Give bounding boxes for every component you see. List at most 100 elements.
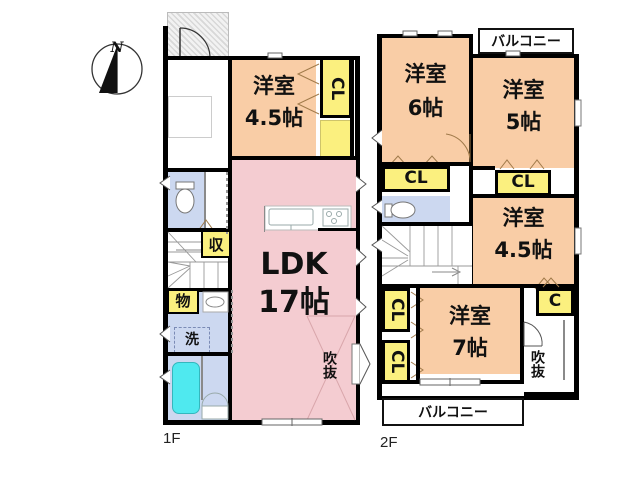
toilet-1f-right-edge	[204, 172, 206, 230]
wall-1f-left	[163, 56, 168, 424]
bathtub-1f	[172, 362, 200, 414]
storage-1f-syu: 収	[201, 230, 231, 258]
wall-1f-top-right	[229, 56, 359, 60]
window-1f-bath	[158, 369, 171, 385]
void-2f-label: 吹抜	[529, 350, 545, 378]
wall-1f-left-upper	[163, 26, 168, 60]
floor-1f-plan: 洋室 4.5帖 CL LDK 17帖	[158, 12, 371, 447]
room-1f-western-4p5-size: 4.5帖	[244, 106, 304, 131]
compass-rose	[88, 38, 146, 96]
closet-2f-cl-b-marks	[498, 158, 550, 170]
window-2f-room6-a	[402, 30, 418, 38]
room-2f-western-6-name: 洋室	[404, 62, 447, 87]
closet-2f-cl-cd-marks	[410, 290, 426, 384]
closet-1f-cl-lower	[320, 120, 352, 158]
window-1f-ldk-bottom	[261, 418, 323, 426]
toilet-2f-bowl	[384, 199, 419, 221]
stairs-2f-steps	[381, 225, 472, 284]
window-1f-washroom	[158, 325, 171, 343]
shoe-box-1f	[168, 96, 212, 138]
window-1f-ldk-a	[355, 175, 368, 193]
closet-2f-cl-hall	[382, 166, 450, 192]
window-1f-ldk-b	[355, 247, 368, 267]
wall-1f-hall-bottom	[163, 168, 229, 172]
wall-1f-bath-top	[163, 352, 229, 356]
washbasin-1f	[202, 291, 229, 313]
wall-2f-toilet-bottom	[377, 222, 472, 226]
balcony-2f-top: バルコニー	[478, 28, 574, 54]
void-2f-area	[524, 320, 574, 396]
room-1f-ldk-name: LDK	[260, 246, 328, 282]
wall-1f-cl-right	[350, 60, 354, 158]
room-2f-western-7-name: 洋室	[449, 304, 491, 329]
wall-2f-top-right	[469, 54, 579, 58]
room-2f-western-5-size: 5帖	[505, 110, 542, 135]
window-2f-room45-right	[574, 227, 585, 255]
floor-label-2f: 2F	[380, 434, 398, 451]
window-2f-balcony-bottom	[419, 378, 481, 386]
closet-2f-cl-c	[382, 288, 410, 332]
kitchen-left-line	[264, 206, 265, 232]
wall-1f-top-porch	[163, 56, 229, 60]
wall-2f-col-divider	[469, 34, 473, 224]
stairs-2f	[382, 226, 472, 284]
wall-1f-right	[355, 56, 360, 424]
window-2f-stairs	[370, 237, 383, 253]
window-1f-toilet	[158, 175, 171, 191]
washing-machine-1f-label: 洗	[185, 331, 199, 348]
closet-2f-cl-c-label: CL	[386, 298, 407, 322]
balcony-2f-bottom: バルコニー	[382, 398, 524, 426]
bath-divider-1f	[201, 356, 203, 400]
closet-2f-cl-d-label: CL	[386, 350, 407, 374]
window-2f-room6-b	[437, 30, 453, 38]
room-2f-western-4p5-size: 4.5帖	[494, 238, 553, 263]
window-2f-room5-right	[574, 99, 585, 127]
wall-kitchen-edge	[318, 228, 356, 231]
bath-door-1f	[201, 392, 229, 420]
ldk-door-1f	[229, 290, 235, 354]
closet-1f-cl-label: CL	[326, 77, 347, 101]
wall-2f-void-bottom	[524, 392, 578, 396]
hall-1f-lower	[206, 172, 228, 230]
wall-2f-left	[377, 34, 382, 400]
closet-1f-door-marks	[296, 62, 320, 118]
void-2f-door	[522, 320, 546, 348]
window-1f-ldk-d	[351, 343, 371, 385]
void-2f-right-line	[563, 320, 565, 380]
room-1f-ldk-size: 17帖	[258, 284, 330, 320]
wall-2f-top-left	[377, 34, 469, 38]
room-2f-western-5	[473, 58, 574, 168]
entrance-door-swing	[178, 27, 220, 60]
toilet-1f-door	[196, 218, 216, 232]
closet-2f-c-label: C	[548, 291, 562, 312]
wall-2f-room7-left	[416, 288, 420, 384]
room-2f-western-7-size: 7帖	[452, 336, 488, 361]
window-2f-room6-left	[370, 129, 383, 147]
wall-2f-right	[574, 54, 579, 400]
storage-1f-mono-text: 物	[175, 291, 191, 310]
room-2f-western-6	[382, 38, 469, 164]
room-1f-western-4p5-name: 洋室	[253, 74, 295, 99]
room-2f-western-7	[420, 288, 520, 374]
window-1f-ldk-c	[355, 297, 368, 317]
window-2f-toilet	[370, 199, 383, 215]
closet-2f-c	[536, 288, 574, 316]
toilet-1f-bowl	[174, 181, 196, 216]
void-1f-atrium-label: 吹抜	[321, 351, 337, 379]
wall-1f-toilet-bottom	[163, 228, 229, 232]
hall-door-1f-a	[224, 172, 230, 234]
window-1f-room45-top	[267, 52, 283, 60]
compass-north-label: N	[110, 39, 124, 56]
room-2f-western-6-size: 6帖	[407, 96, 444, 121]
floor-label-1f: 1F	[163, 430, 181, 447]
wall-2f-room5-bottom	[473, 166, 495, 170]
wall-2f-cl-hall-top	[377, 162, 472, 166]
room-2f-western-5-name: 洋室	[502, 78, 545, 103]
wall-2f-room7-right	[520, 288, 524, 384]
room-2f-6-door	[444, 132, 472, 164]
wall-2f-room45-bottom	[473, 284, 575, 288]
room-2f-western-4p5-name: 洋室	[502, 206, 545, 231]
room-2f-western-4p5	[473, 198, 574, 286]
